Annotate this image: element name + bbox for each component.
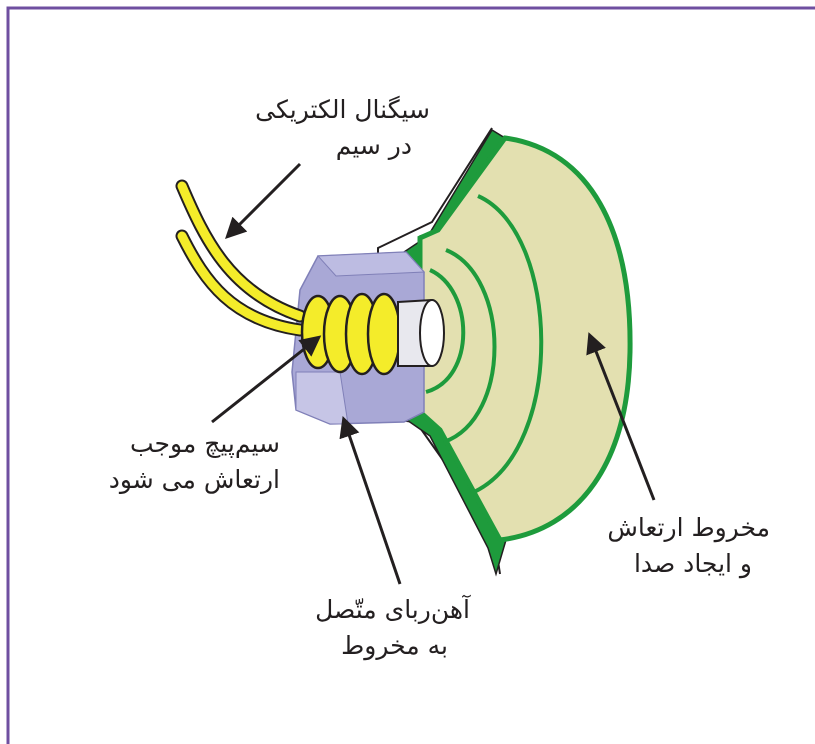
wire-upper xyxy=(182,186,300,316)
cone-label: مخروط ارتعاش و ایجاد صدا xyxy=(570,510,770,582)
magnet-label: آهن‌ربای متّصل به مخروط xyxy=(260,592,470,664)
signal-label: سیگنال الکتریکی در سیم xyxy=(190,92,430,164)
signal-label-line1: سیگنال الکتریکی xyxy=(190,92,430,128)
magnet-top xyxy=(318,252,424,276)
arrow-signal xyxy=(228,164,300,236)
coil-label-line1: سیم‌پیچ موجب xyxy=(60,426,280,462)
coil-label: سیم‌پیچ موجب ارتعاش می شود xyxy=(60,426,280,498)
cone-label-line1: مخروط ارتعاش xyxy=(570,510,770,546)
coil-core-end xyxy=(420,300,444,366)
coil-label-line2: ارتعاش می شود xyxy=(60,462,280,498)
magnet-face xyxy=(296,372,348,424)
magnet-label-line2: به مخروط xyxy=(260,628,448,664)
cone-label-line2: و ایجاد صدا xyxy=(570,546,752,582)
arrow-magnet xyxy=(344,420,400,584)
coil-illustration xyxy=(302,294,444,374)
signal-label-line2: در سیم xyxy=(190,128,412,164)
wire-illustration xyxy=(182,186,300,330)
magnet-label-line1: آهن‌ربای متّصل xyxy=(260,592,470,628)
coil-winding xyxy=(368,294,400,374)
wire-upper-fill xyxy=(182,186,300,316)
